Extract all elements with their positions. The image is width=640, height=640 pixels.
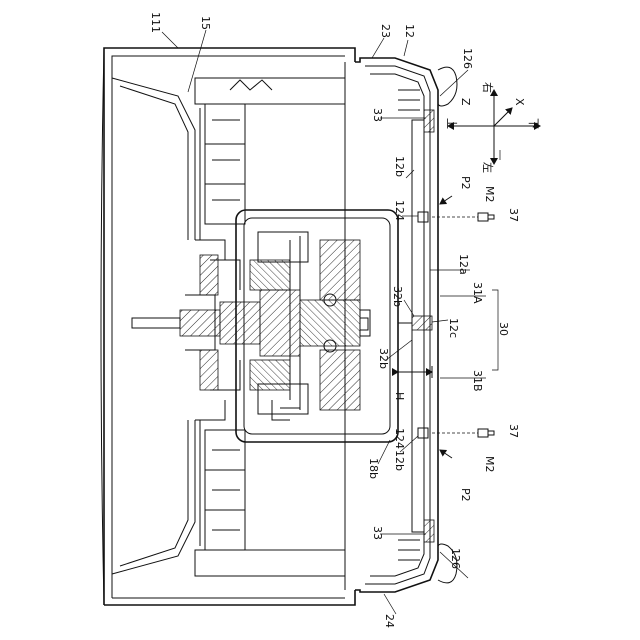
- label-24: 24: [383, 614, 396, 628]
- label-31B: 31B: [471, 370, 484, 392]
- label-P2-lower: P2: [459, 488, 472, 502]
- label-126-lower: 126: [449, 548, 462, 569]
- label-M2-upper: M2: [483, 186, 496, 203]
- label-124-lower: 124: [393, 428, 406, 449]
- label-126-upper: 126: [461, 48, 474, 69]
- label-P2-upper: P2: [459, 176, 472, 190]
- axis-left: 左: [481, 162, 494, 173]
- label-12b-upper: 12b: [393, 156, 406, 177]
- axis-right: 右: [481, 82, 495, 93]
- label-37-upper: 37: [507, 208, 520, 222]
- inner-frame-upper: [195, 78, 345, 240]
- arrow-P2-upper: [440, 196, 452, 204]
- screw-37-upper: [432, 213, 494, 221]
- label-30: 30: [497, 322, 510, 336]
- axis-up: 上: [445, 118, 458, 129]
- label-H: H: [393, 392, 406, 400]
- dimension-H: [398, 366, 432, 378]
- inner-frame-lower: [195, 420, 345, 576]
- label-12a: 12a: [457, 254, 470, 275]
- axis-X: X: [513, 98, 526, 106]
- label-33-lower: 33: [371, 526, 384, 540]
- axis-Z: Z: [459, 98, 472, 106]
- axis-down: 下: [527, 118, 540, 129]
- screw-37-lower: [432, 429, 494, 437]
- label-12: 12: [403, 24, 416, 38]
- label-37-lower: 37: [507, 424, 520, 438]
- label-111: 111: [149, 12, 162, 33]
- label-18b: 18b: [367, 458, 380, 479]
- label-12b-lower: 12b: [393, 450, 406, 471]
- label-12c: 12c: [447, 318, 460, 338]
- label-23: 23: [379, 24, 392, 38]
- label-M2-lower: M2: [483, 456, 496, 473]
- label-33-upper: 33: [371, 108, 384, 122]
- arrow-P2-lower: [440, 450, 452, 458]
- label-32b-lower: 32b: [377, 348, 390, 369]
- label-32b-upper: 32b: [391, 286, 404, 307]
- label-124-upper: 124: [393, 200, 406, 221]
- label-15: 15: [199, 16, 212, 30]
- label-31A: 31A: [471, 282, 484, 304]
